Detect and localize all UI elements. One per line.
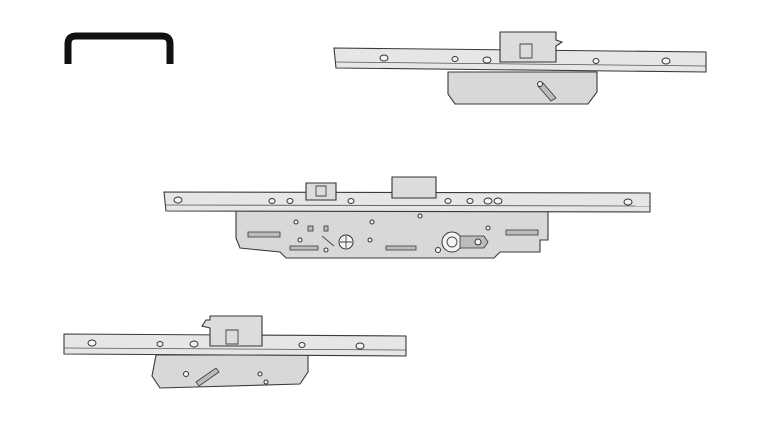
staple-keep-icon [64, 32, 174, 64]
central-gearbox-assembly [163, 176, 651, 259]
top-hook-lock-assembly [333, 31, 707, 105]
bottom-hook-lock-assembly [63, 315, 407, 389]
